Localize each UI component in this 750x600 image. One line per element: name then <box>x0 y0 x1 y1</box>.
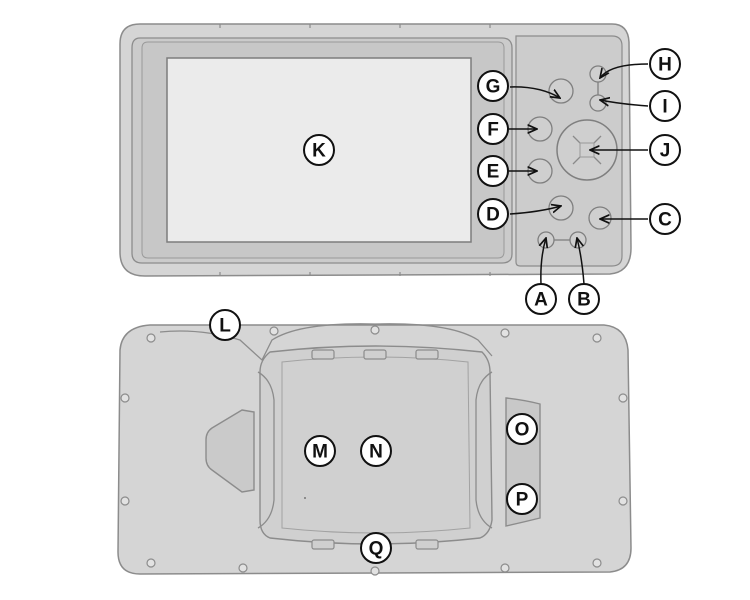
callout-f-label: F <box>487 120 499 141</box>
callout-a-label: A <box>534 290 548 311</box>
callout-e: E <box>477 155 509 187</box>
callout-d-label: D <box>486 205 500 226</box>
callout-l-label: L <box>219 316 231 337</box>
battery-cover-inner <box>281 356 471 534</box>
button-g-shape[interactable] <box>548 78 574 104</box>
callout-d: D <box>477 198 509 230</box>
callout-n: N <box>360 435 392 467</box>
callout-b-label: B <box>577 290 591 311</box>
callout-c: C <box>649 203 681 235</box>
button-i-shape[interactable] <box>589 94 607 112</box>
arrow-a <box>541 238 546 285</box>
callout-o: O <box>506 413 538 445</box>
callout-h-label: H <box>658 55 672 76</box>
callout-n-label: N <box>369 442 383 463</box>
callout-f: F <box>477 113 509 145</box>
callout-p-label: P <box>516 490 529 511</box>
callout-g-label: G <box>486 77 501 98</box>
back-top-ridge <box>159 323 493 362</box>
back-screws <box>120 325 628 576</box>
callout-e-label: E <box>487 162 500 183</box>
arrow-h <box>600 63 649 78</box>
callout-i-label: I <box>662 97 667 118</box>
callout-h: H <box>649 48 681 80</box>
callout-m-label: M <box>312 442 328 463</box>
button-c-shape[interactable] <box>588 206 612 230</box>
callout-l: L <box>209 309 241 341</box>
back-dot <box>304 497 306 499</box>
callout-q-label: Q <box>369 539 384 560</box>
cover-tabs <box>311 349 439 550</box>
callout-a: A <box>525 283 557 315</box>
arrow-i <box>600 100 649 107</box>
front-edge-notches <box>219 24 491 276</box>
arrow-g <box>509 86 560 98</box>
callout-q: Q <box>360 532 392 564</box>
callout-b: B <box>568 283 600 315</box>
right-grip <box>475 371 493 529</box>
callout-p: P <box>506 483 538 515</box>
left-grip <box>257 371 275 529</box>
mount-spine <box>205 409 255 493</box>
device-front-view <box>119 23 632 277</box>
arrow-d <box>509 206 561 215</box>
callout-j: J <box>649 134 681 166</box>
callout-g: G <box>477 70 509 102</box>
callout-o-label: O <box>515 420 530 441</box>
callout-k-label: K <box>312 141 326 162</box>
callouts: K G F E D H I J <box>209 48 681 564</box>
callout-k: K <box>303 134 335 166</box>
callout-i: I <box>649 90 681 122</box>
arrow-b <box>577 238 585 285</box>
leader-arrows <box>509 63 649 285</box>
callout-m: M <box>304 435 336 467</box>
callout-c-label: C <box>658 210 672 231</box>
callout-j-label: J <box>660 141 671 162</box>
